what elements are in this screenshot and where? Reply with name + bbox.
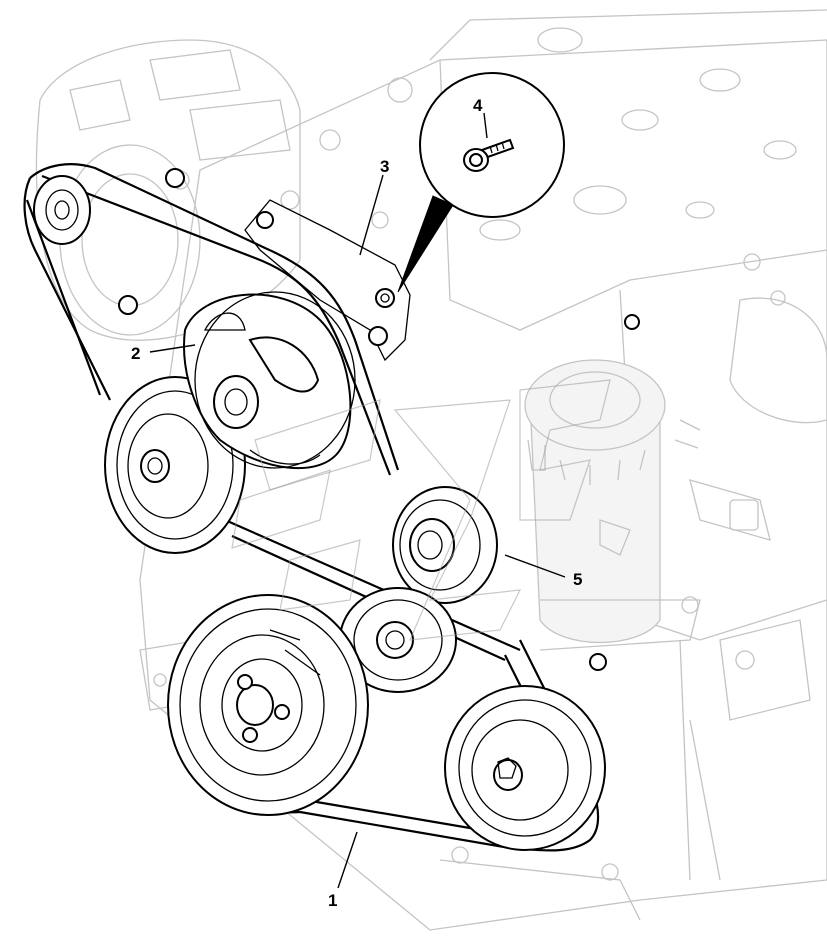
engine-block-background — [139, 9, 827, 931]
callout-1: 1 — [328, 891, 337, 910]
callout-5: 5 — [573, 570, 582, 589]
crankshaft-pulley — [167, 594, 369, 816]
callout-2: 2 — [131, 344, 140, 363]
callout-3: 3 — [380, 157, 389, 176]
bolt-detail-view — [397, 72, 565, 293]
alternator — [35, 39, 301, 341]
oil-filter-housing — [524, 359, 701, 651]
leader-4 — [483, 112, 488, 139]
leader-2 — [149, 344, 196, 353]
mounting-bracket — [118, 168, 640, 671]
callout-4: 4 — [473, 96, 483, 115]
ac-compressor-pulley — [444, 685, 606, 851]
alternator-pulley — [33, 175, 91, 245]
watermark-logo — [231, 379, 611, 641]
flange-bolt-icon — [463, 138, 515, 172]
leader-1 — [337, 831, 358, 889]
leader-3 — [359, 174, 384, 256]
idler-pulley-5 — [392, 486, 498, 604]
belt-tensioner — [183, 291, 356, 470]
leader-5 — [504, 554, 566, 578]
leader-lines — [149, 112, 566, 889]
